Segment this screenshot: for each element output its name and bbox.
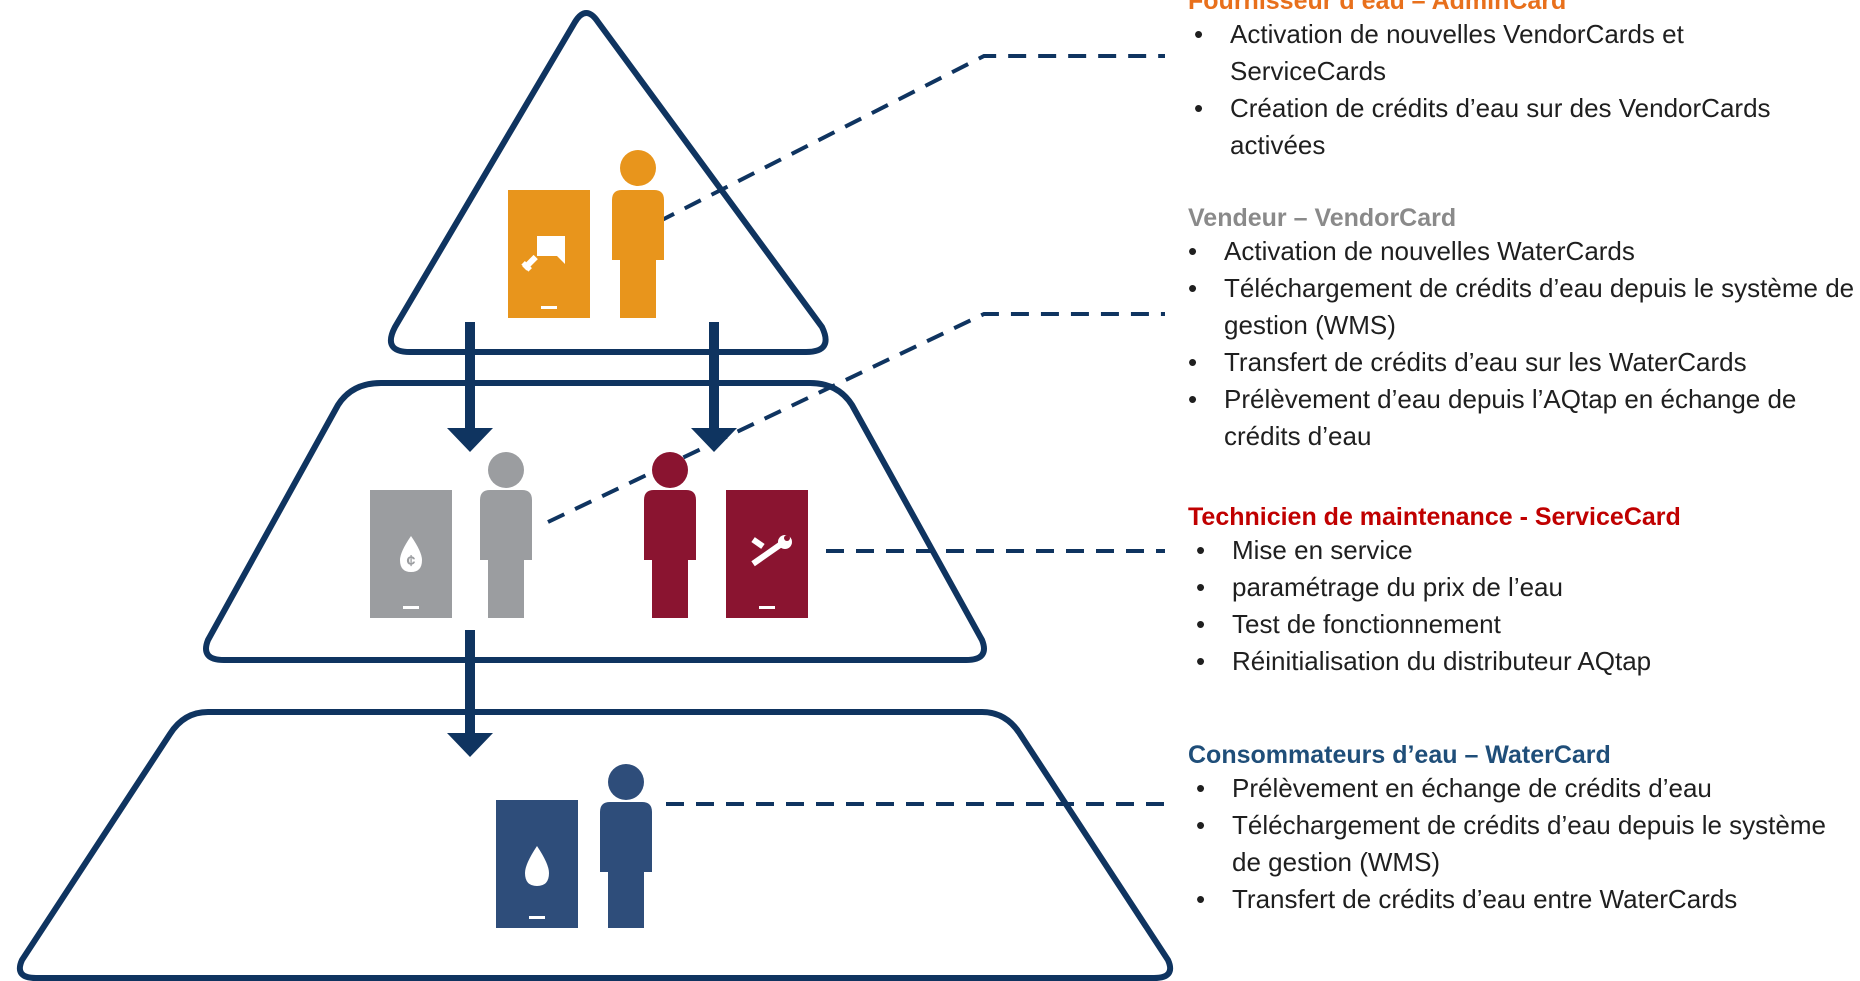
arrow-admin-to-service (691, 322, 737, 452)
list-item: Activation de nouvelles VendorCards et S… (1194, 16, 1828, 90)
list-item: paramétrage du prix de l’eau (1196, 569, 1808, 606)
list-item: Mise en service (1196, 532, 1808, 569)
watercard-bullets: Prélèvement en échange de crédits d’eau … (1188, 770, 1828, 918)
list-item: Activation de nouvelles WaterCards (1188, 233, 1860, 270)
admincard-bullets: Activation de nouvelles VendorCards et S… (1188, 16, 1828, 164)
servicecard-bullets: Mise en service paramétrage du prix de l… (1188, 532, 1808, 680)
list-item: Téléchargement de crédits d’eau depuis l… (1188, 270, 1860, 344)
vendor-card: ¢ (370, 490, 452, 618)
list-item: Transfert de crédits d’eau sur les Water… (1188, 344, 1860, 381)
svg-text:¢: ¢ (407, 553, 416, 570)
list-item: Prélèvement d’eau depuis l’AQtap en écha… (1188, 381, 1860, 455)
arrow-vendor-to-water (447, 630, 493, 757)
section-admincard: Fournisseur d’eau – AdminCard Activation… (1188, 0, 1828, 164)
arrow-admin-to-vendor (447, 322, 493, 452)
list-item: Création de crédits d’eau sur des Vendor… (1194, 90, 1828, 164)
admin-card (508, 190, 590, 318)
connector-vendor (547, 312, 1165, 524)
vendorcard-bullets: Activation de nouvelles WaterCards Téléc… (1188, 233, 1860, 455)
top-tier-triangle (388, 10, 829, 355)
watercard-heading: Consommateurs d’eau – WaterCard (1188, 741, 1611, 769)
list-item: Réinitialisation du distributeur AQtap (1196, 643, 1808, 680)
section-vendorcard: Vendeur – VendorCard Activation de nouve… (1188, 203, 1860, 455)
servicecard-heading: Technicien de maintenance - ServiceCard (1188, 503, 1681, 531)
vendorcard-heading: Vendeur – VendorCard (1188, 204, 1457, 232)
middle-tier-trapezoid (203, 380, 987, 663)
water-card (496, 800, 578, 928)
water-drop-icon (525, 846, 549, 886)
list-item: Transfert de crédits d’eau entre WaterCa… (1196, 881, 1828, 918)
section-watercard: Consommateurs d’eau – WaterCard Prélèvem… (1188, 740, 1828, 918)
water-person (600, 764, 652, 928)
list-item: Prélèvement en échange de crédits d’eau (1196, 770, 1828, 807)
list-item: Test de fonctionnement (1196, 606, 1808, 643)
vendor-person (480, 452, 532, 618)
service-person (644, 452, 696, 618)
section-servicecard: Technicien de maintenance - ServiceCard … (1188, 502, 1808, 680)
list-item: Téléchargement de crédits d’eau depuis l… (1196, 807, 1828, 881)
admin-person (612, 150, 664, 318)
connector-admin (657, 54, 1165, 224)
wrench-icon (751, 535, 792, 567)
key-icon (521, 236, 565, 272)
admincard-heading: Fournisseur d’eau – AdminCard (1188, 0, 1567, 15)
water-credit-icon: ¢ (400, 536, 422, 572)
service-card (726, 490, 808, 618)
bottom-tier-trapezoid (16, 709, 1174, 981)
